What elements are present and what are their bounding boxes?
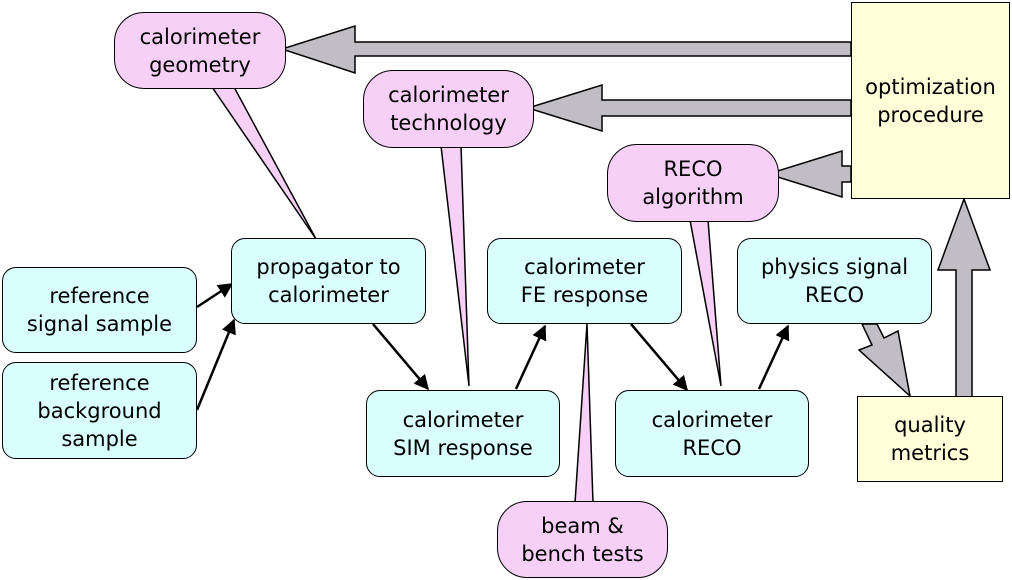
ref-background-to-propagator-arrow: [195, 318, 236, 411]
beam-tests-callout-pointer: [574, 323, 594, 504]
calo-reco-to-physics-reco-arrow: [757, 324, 790, 390]
calorimeter-technology-callout: calorimeter technology: [363, 70, 534, 148]
reco-algorithm-callout-pointer: [689, 219, 722, 387]
physics-signal-reco-node: physics signal RECO: [737, 238, 932, 324]
fe-response-to-calo-reco-arrow: [630, 323, 688, 392]
reference-signal-sample-node: reference signal sample: [2, 267, 197, 353]
propagator-to-sim-response-arrow: [372, 323, 429, 391]
reference-background-sample-node: reference background sample: [2, 362, 197, 459]
reco-algorithm-callout: RECO algorithm: [607, 144, 779, 222]
calorimeter-fe-response-node: calorimeter FE response: [487, 238, 682, 324]
propagator-to-calorimeter-node: propagator to calorimeter: [231, 238, 426, 324]
optimization-procedure-box: optimization procedure: [851, 2, 1010, 199]
sim-response-to-fe-response-arrow: [514, 324, 547, 390]
calorimeter-sim-response-node: calorimeter SIM response: [366, 390, 560, 477]
calorimeter-reco-node: calorimeter RECO: [615, 390, 809, 477]
ref-signal-to-propagator-arrow: [196, 282, 234, 309]
physics-reco-to-quality-arrow: [857, 323, 912, 399]
optimization-to-technology-arrow: [525, 83, 852, 133]
beam-bench-tests-callout: beam & bench tests: [497, 501, 668, 578]
optimization-to-reco-algorithm-arrow: [765, 149, 852, 199]
geometry-callout-pointer: [210, 86, 317, 240]
quality-to-optimization-arrow: [936, 196, 992, 398]
quality-metrics-box: quality metrics: [857, 396, 1003, 482]
calorimeter-geometry-callout: calorimeter geometry: [114, 12, 286, 89]
optimization-to-geometry-arrow: [279, 24, 852, 75]
technology-callout-pointer: [440, 145, 470, 387]
